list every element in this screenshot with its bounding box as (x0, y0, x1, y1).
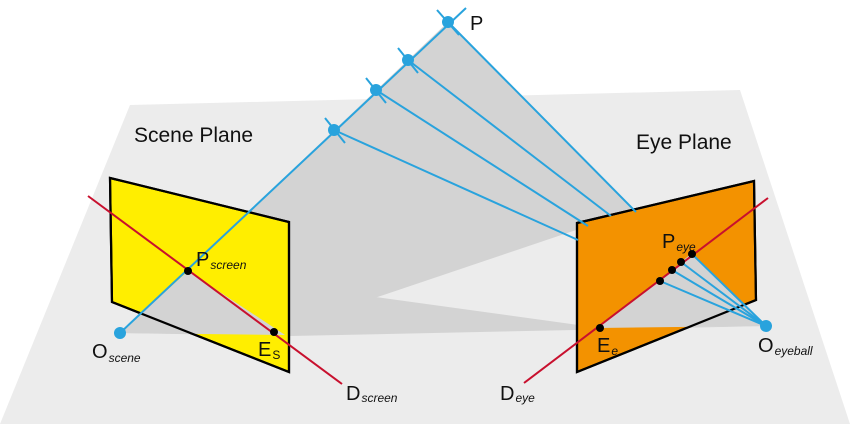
eye-ray-4 (659, 280, 767, 327)
ray-3-to-eye (375, 89, 589, 227)
black-points (184, 250, 696, 336)
point-o-scene (114, 327, 126, 339)
ray-2-to-eye (407, 59, 612, 217)
scene-plane-label: Scene Plane (134, 124, 253, 147)
eye-plane-border (575, 179, 758, 374)
blue-points (114, 16, 772, 339)
e-e-label: Ee (597, 335, 618, 358)
p-label: P (470, 13, 483, 35)
point-eye-2 (677, 258, 685, 266)
point-p (442, 16, 454, 28)
point-o-eyeball (760, 320, 772, 332)
point-2 (402, 54, 414, 66)
eye-ray-1 (691, 253, 767, 327)
scene-plane-shadow (120, 271, 285, 335)
eyeball-ray-lines (659, 253, 767, 327)
point-eye-1 (688, 250, 696, 258)
d-eye-label: Deye (500, 383, 535, 405)
eye-plane-label: Eye Plane (636, 131, 732, 154)
point-4 (328, 124, 340, 136)
point-p-screen (184, 267, 192, 275)
e-s-label: ES (258, 339, 280, 362)
ray-4-to-eye (333, 129, 579, 241)
point-3 (370, 84, 382, 96)
scene-shade-region (247, 22, 636, 330)
d-screen-line (87, 195, 343, 385)
o-scene-label: Oscene (92, 341, 141, 365)
point-eye-3 (668, 266, 676, 274)
scene-plane-border (108, 176, 291, 374)
red-direction-lines (87, 195, 769, 385)
eye-ray-3 (671, 269, 767, 327)
point-eye-4 (656, 277, 664, 285)
eye-ray-2 (680, 261, 767, 327)
point-e-e (596, 324, 604, 332)
ray-p-to-eye (447, 21, 637, 213)
d-screen-label: Dscreen (346, 383, 398, 405)
point-e-s (270, 328, 278, 336)
o-eyeball-label: Oeyeball (758, 335, 813, 358)
p-screen-label: Pscreen (196, 249, 247, 272)
p-eye-label: Peye (662, 231, 696, 254)
d-eye-line (523, 197, 769, 384)
